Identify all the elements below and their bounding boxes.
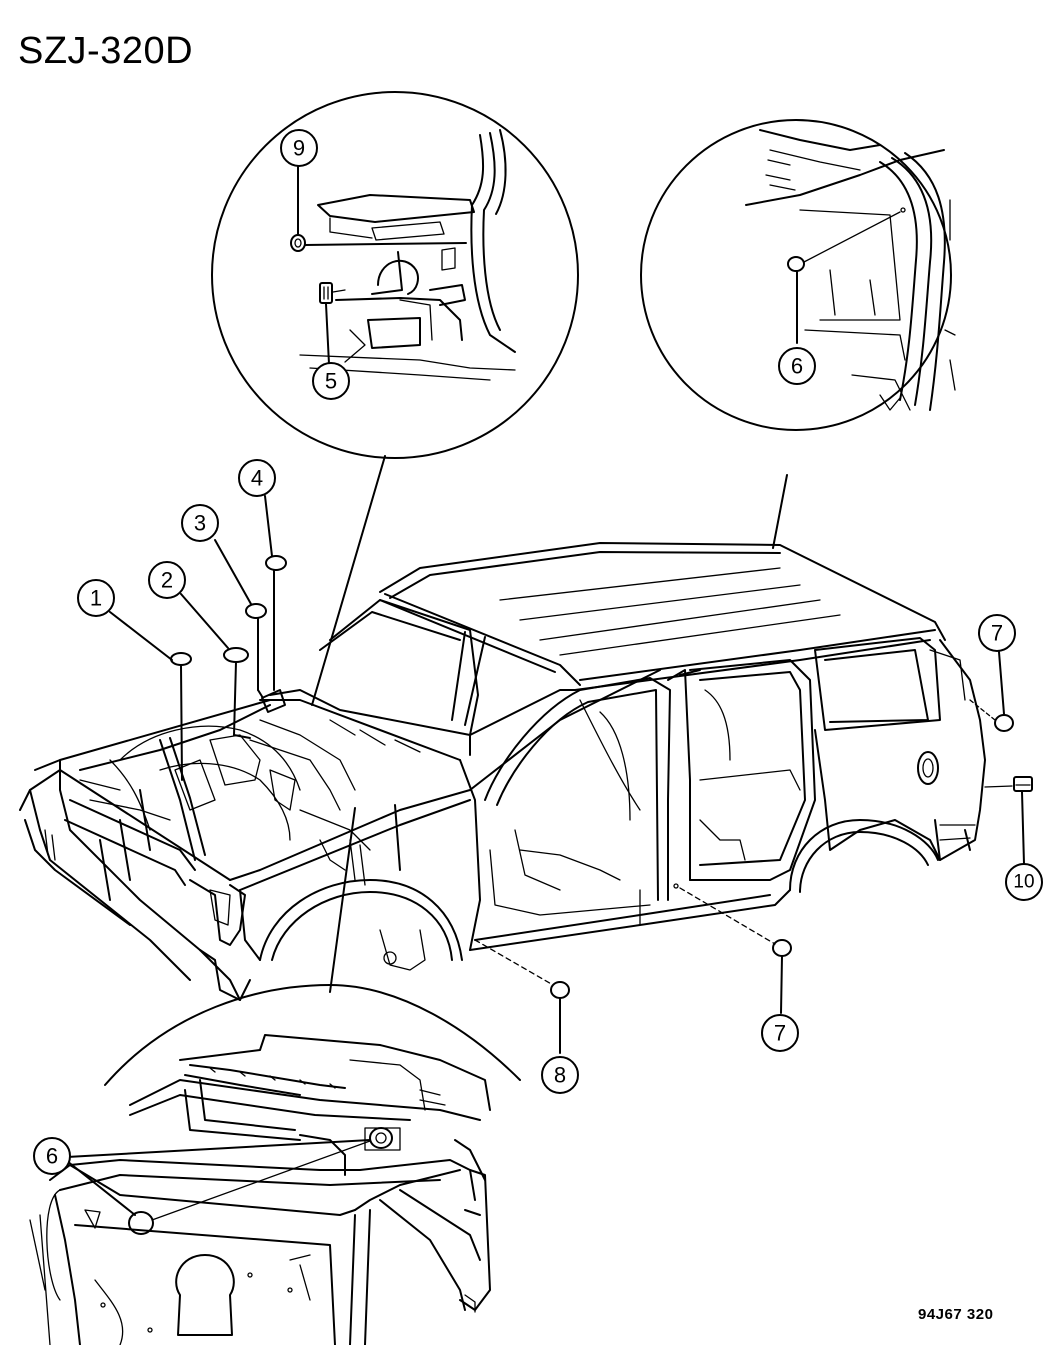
callout-2-label: 2 — [161, 568, 173, 593]
floor-plugs — [474, 883, 792, 1054]
callout-6-rear: 6 — [778, 347, 816, 385]
callout-4-label: 4 — [251, 466, 263, 491]
callout-8: 8 — [541, 1056, 579, 1094]
callout-4: 4 — [238, 459, 276, 497]
callout-10-label: 10 — [1013, 872, 1034, 893]
callout-3-label: 3 — [194, 511, 206, 536]
callout-9: 9 — [280, 129, 318, 167]
callout-8-label: 8 — [554, 1063, 566, 1088]
callout-5: 5 — [312, 362, 350, 400]
rear-plugs — [969, 651, 1033, 865]
callout-7-rear-label: 7 — [991, 621, 1003, 646]
callout-5-label: 5 — [325, 369, 337, 394]
callout-7-floor-label: 7 — [774, 1021, 786, 1046]
callout-10: 10 — [1005, 863, 1043, 901]
detail-view-rear-quarter — [640, 119, 956, 549]
callout-3: 3 — [181, 504, 219, 542]
callout-2: 2 — [148, 561, 186, 599]
figure-code: 94J67 320 — [918, 1306, 994, 1323]
callout-9-label: 9 — [293, 136, 305, 161]
cowl-plugs — [109, 495, 287, 781]
detail-view-cowl-side — [29, 807, 521, 1345]
callout-7-rear: 7 — [978, 614, 1016, 652]
callout-6-lower-label: 6 — [46, 1144, 58, 1169]
vehicle-body-shell — [19, 542, 986, 1001]
detail-view-cowl — [211, 91, 579, 706]
callout-6-lower: 6 — [33, 1137, 71, 1175]
callout-6-rear-label: 6 — [791, 354, 803, 379]
diagram-title: SZJ-320D — [18, 30, 194, 72]
callout-7-floor: 7 — [761, 1014, 799, 1052]
callout-1-label: 1 — [90, 586, 102, 611]
callout-1: 1 — [77, 579, 115, 617]
